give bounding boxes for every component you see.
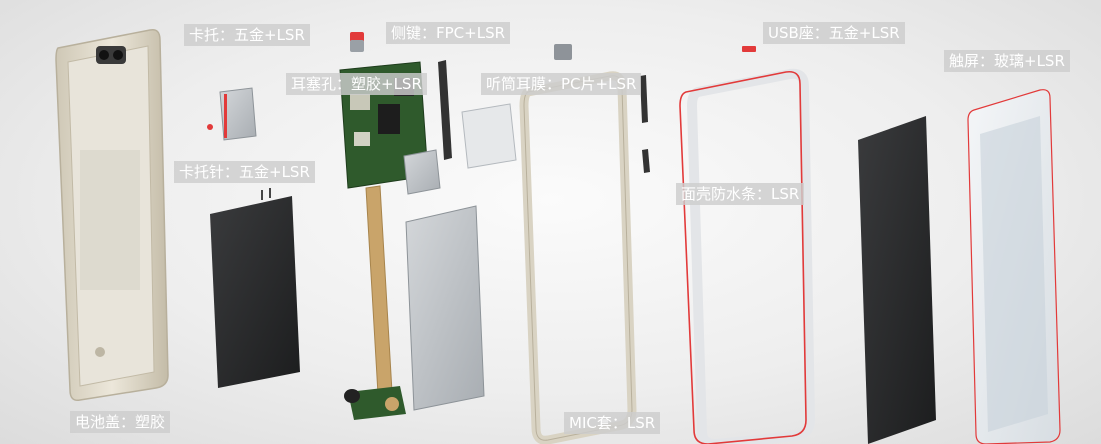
card-tray-part bbox=[207, 87, 257, 141]
middle-frame-part bbox=[519, 71, 650, 444]
shield-can-part bbox=[403, 60, 452, 195]
face-shell-waterproof-strip bbox=[679, 70, 807, 444]
label-card-tray-pin: 卡托针：五金+LSR bbox=[174, 161, 315, 183]
receiver-bracket-part bbox=[461, 44, 572, 169]
label-battery-cover: 电池盖：塑胶 bbox=[70, 411, 171, 433]
battery-part bbox=[210, 188, 300, 388]
label-earphone-plug: 耳塞孔：塑胶+LSR bbox=[286, 73, 427, 95]
receiver-part bbox=[554, 44, 572, 60]
card-tray-pin-part bbox=[207, 124, 213, 130]
label-mic-cover: MIC套：LSR bbox=[564, 412, 661, 434]
label-receiver-membrane: 听筒耳膜：PC片+LSR bbox=[481, 73, 642, 95]
display-panel-part bbox=[858, 116, 936, 444]
side-key-part bbox=[350, 32, 364, 52]
battery-cover-part bbox=[55, 28, 169, 402]
fpc-flex-cable-part bbox=[344, 185, 406, 420]
label-face-shell-strip: 面壳防水条：LSR bbox=[676, 183, 805, 205]
label-side-key: 侧键：FPC+LSR bbox=[386, 22, 511, 44]
touch-screen-part bbox=[967, 89, 1061, 444]
label-touch-screen: 触屏：玻璃+LSR bbox=[944, 50, 1070, 72]
middle-plate-part bbox=[405, 205, 485, 411]
face-shell-part bbox=[679, 68, 816, 444]
label-card-tray: 卡托：五金+LSR bbox=[184, 24, 310, 46]
label-usb-port: USB座：五金+LSR bbox=[763, 22, 905, 44]
usb-port-part bbox=[742, 46, 756, 52]
